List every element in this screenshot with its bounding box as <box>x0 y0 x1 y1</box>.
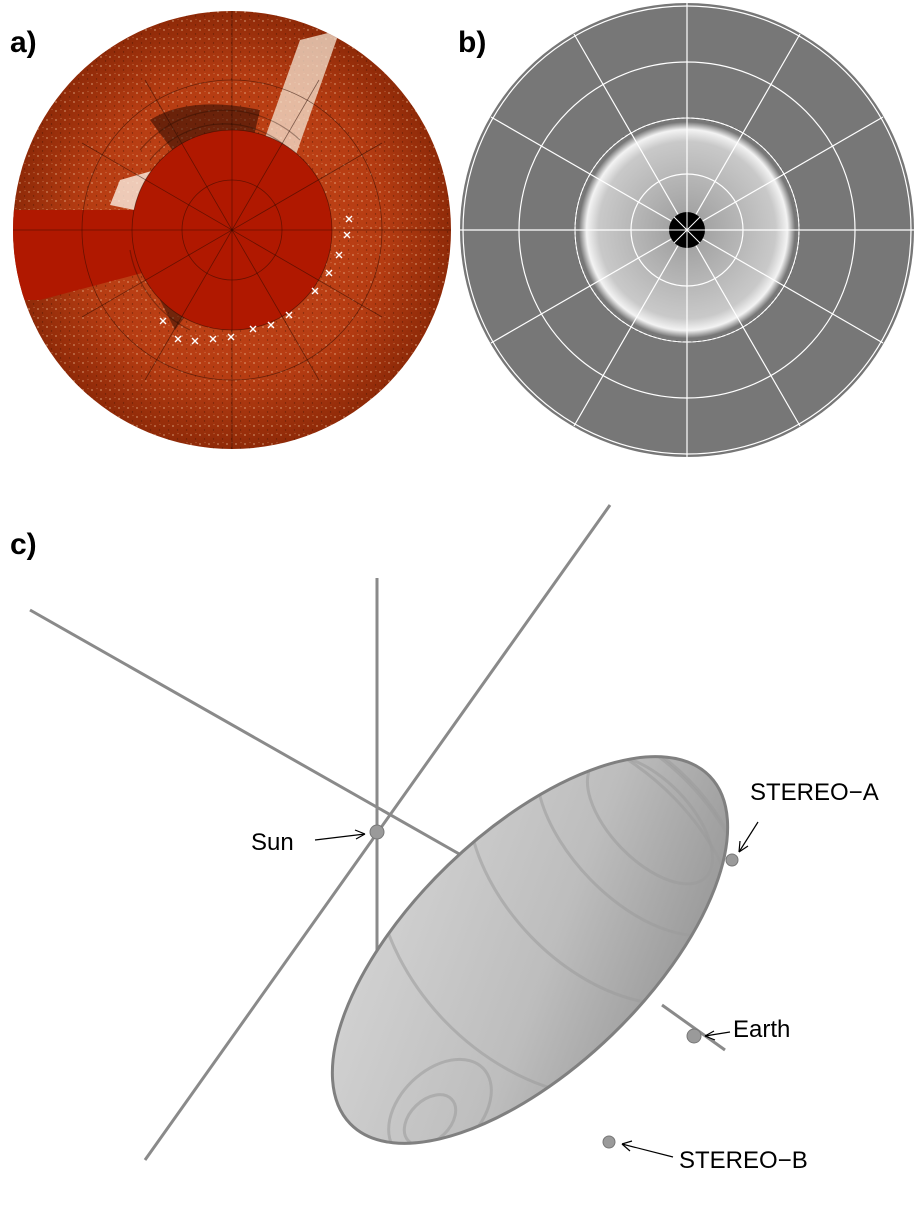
stereo-b-marker <box>603 1136 615 1148</box>
earth-marker <box>687 1029 701 1043</box>
panel-c-scene: Sun STEREO−A Earth STEREO−B <box>30 505 879 1209</box>
sun-label: Sun <box>251 829 294 856</box>
stereo-b-label: STEREO−B <box>679 1147 808 1174</box>
earth-label: Earth <box>733 1016 790 1043</box>
cme-shell <box>268 648 821 1209</box>
sun-marker <box>370 825 384 839</box>
panel-b-image <box>460 3 914 457</box>
stereo-a-label: STEREO−A <box>750 779 879 806</box>
stereo-a-marker <box>726 854 738 866</box>
panel-a-image <box>10 10 456 456</box>
